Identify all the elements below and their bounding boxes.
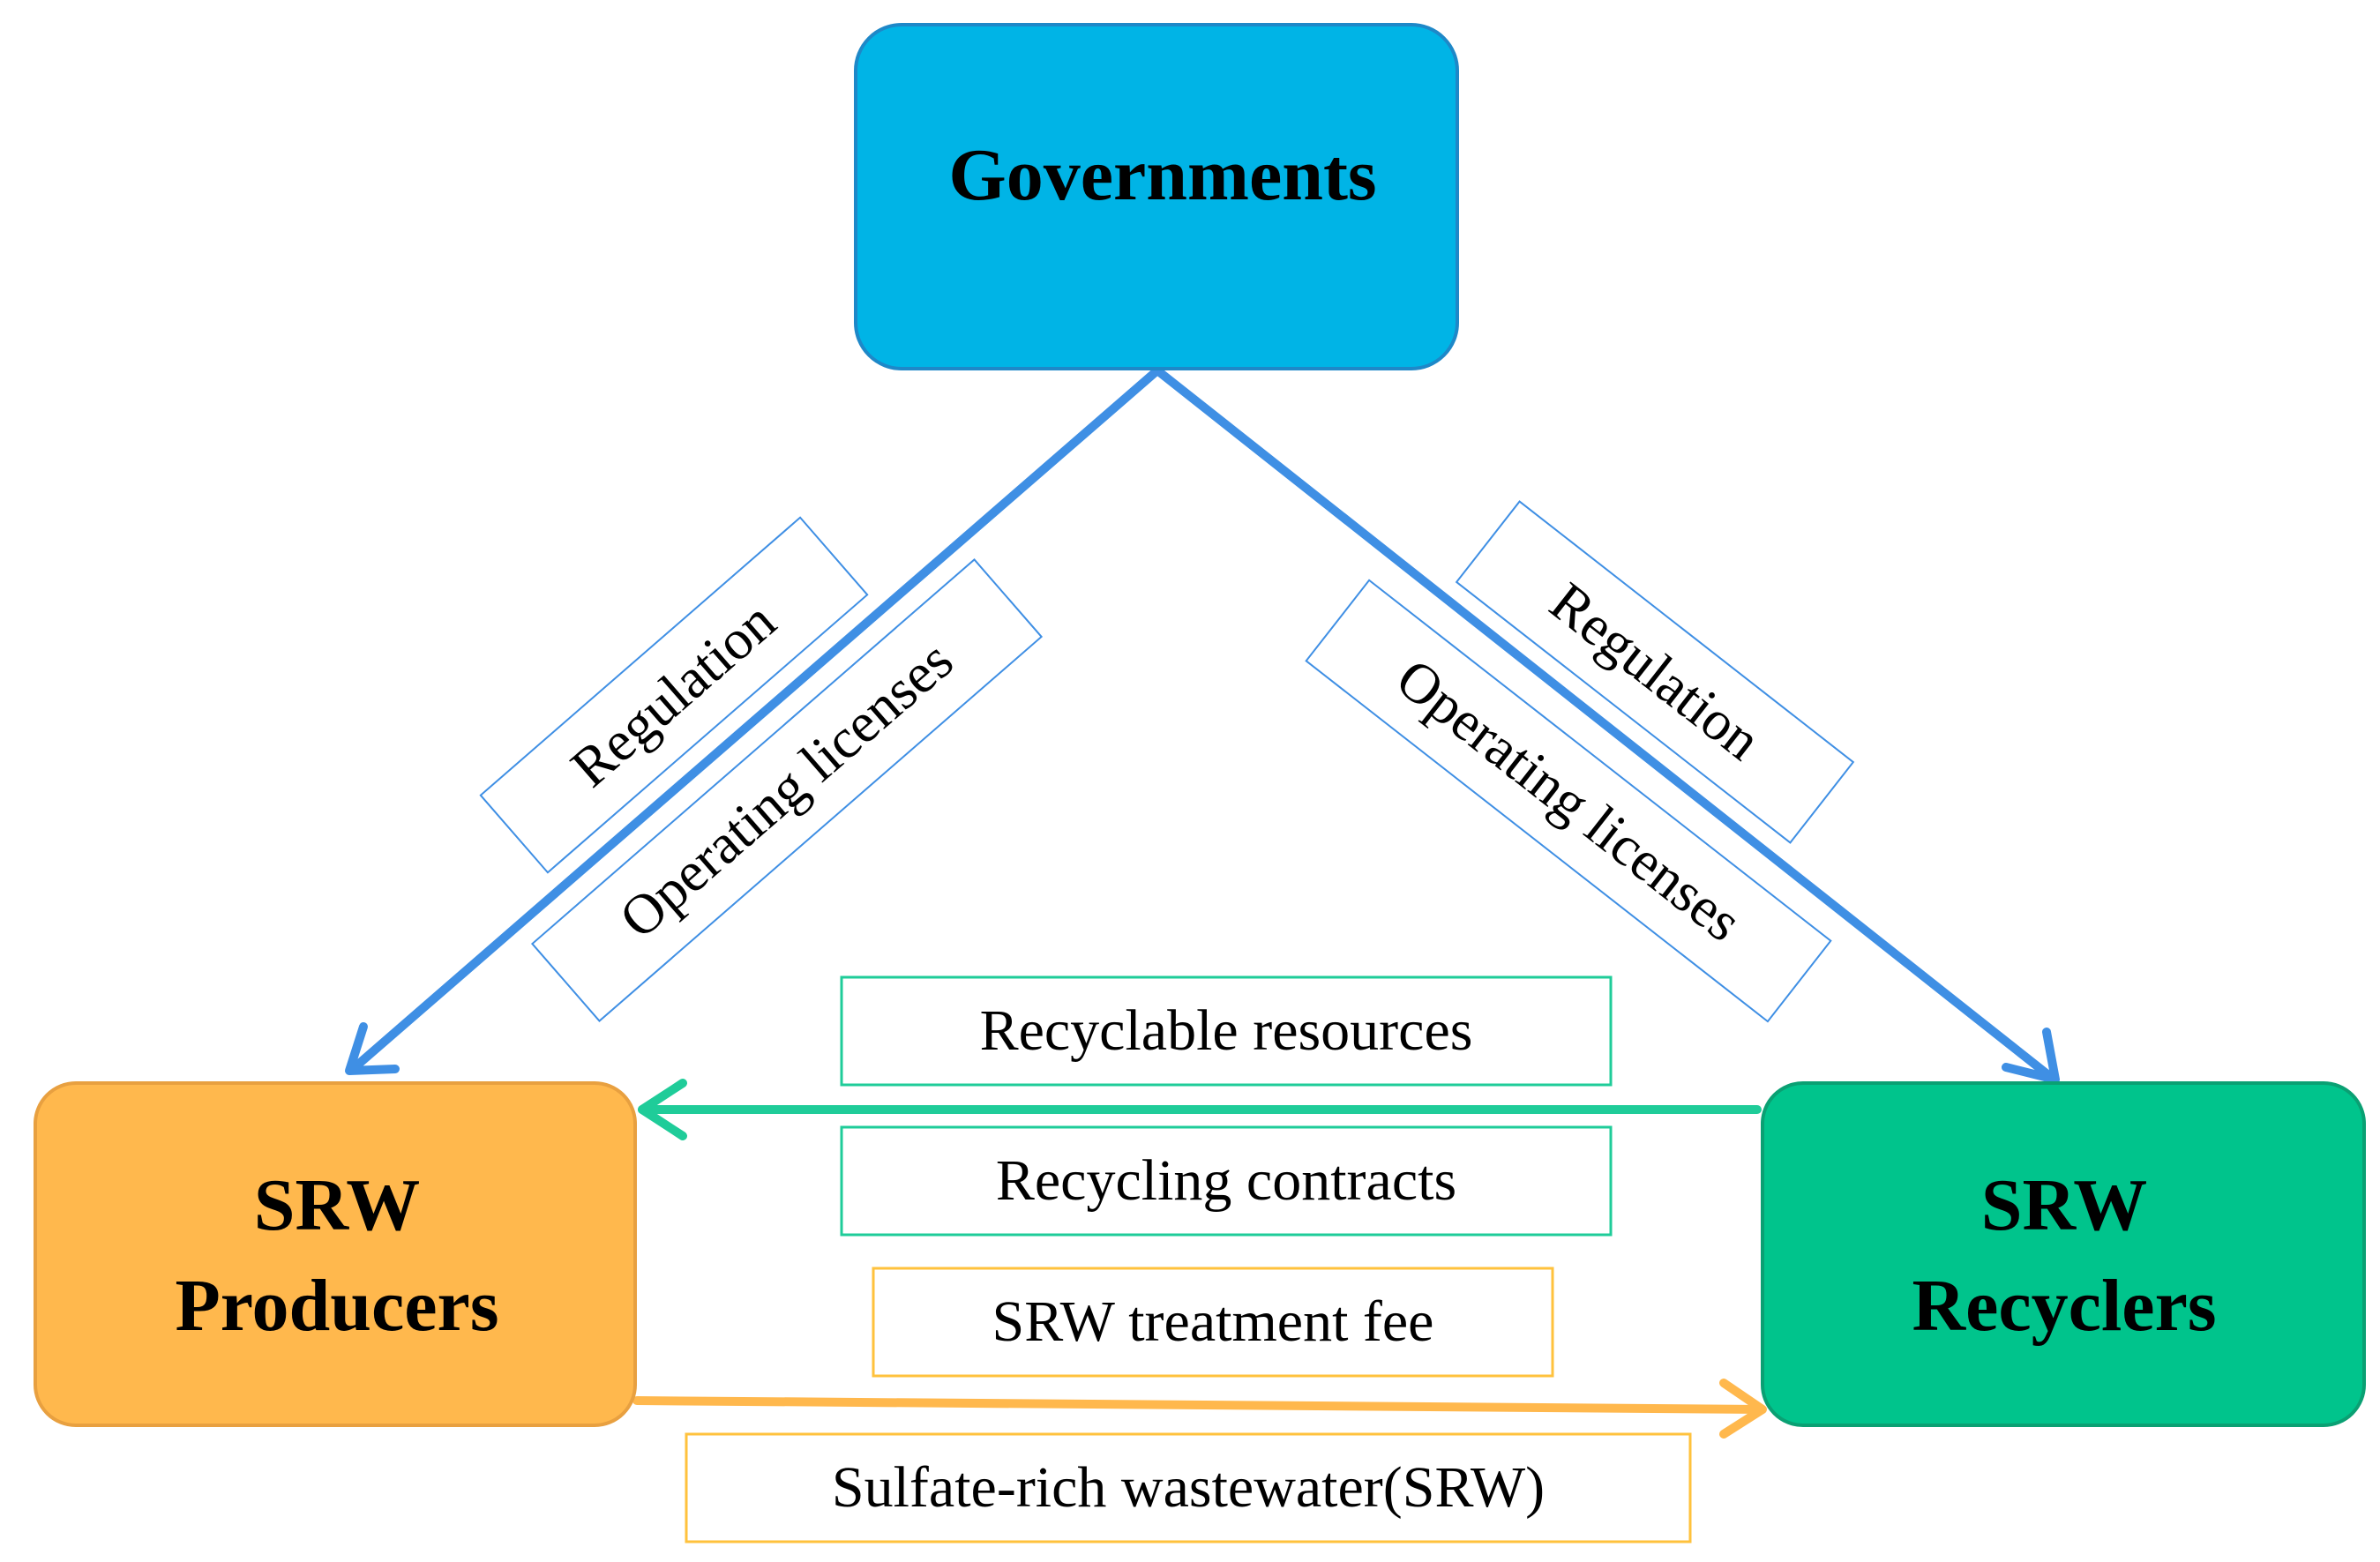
arrow-gov-to-producers: [345, 366, 1162, 1075]
label-recycling-contracts: Recycling contracts: [840, 1125, 1613, 1237]
arrow-gov-to-recyclers-head: [2002, 1028, 2060, 1084]
label-box: [840, 975, 1613, 1087]
label-recyclable-resources: Recyclable resources: [840, 975, 1613, 1087]
arrow-recyclers-to-producers-head: [638, 1079, 687, 1140]
label-box: [479, 516, 869, 874]
node-srw-recyclers-box: [1761, 1081, 2366, 1427]
label-text: Recycling contracts: [996, 1148, 1456, 1213]
node-srw-producers-label-line2: Producers: [175, 1265, 498, 1347]
node-srw-producers: SRW Producers: [34, 1081, 637, 1427]
label-srw-treatment-fee: SRW treatment fee: [872, 1267, 1554, 1378]
label-box: [685, 1432, 1692, 1543]
node-srw-producers-box: [34, 1081, 637, 1427]
node-srw-producers-label-line1: SRW: [254, 1164, 420, 1246]
label-text: Sulfate-rich wastewater(SRW): [832, 1455, 1545, 1520]
node-srw-recyclers-label-line2: Recyclers: [1912, 1265, 2216, 1347]
arrow-gov-to-recyclers: [1153, 366, 2060, 1084]
arrow-producers-to-recyclers: [632, 1379, 1767, 1439]
label-box: [840, 1125, 1613, 1237]
label-text: Recyclable resources: [980, 998, 1473, 1063]
label-box: [1455, 500, 1855, 844]
arrow-gov-to-producers-head: [345, 1022, 400, 1075]
label-box: [872, 1267, 1554, 1378]
arrow-producers-to-recyclers-head: [1719, 1379, 1767, 1439]
node-governments: Governments: [854, 23, 1459, 370]
node-governments-box: [854, 23, 1459, 370]
node-governments-label: Governments: [948, 134, 1376, 216]
arrow-gov-to-recyclers-shaft: [1153, 366, 2056, 1082]
node-srw-recyclers-label-line1: SRW: [1981, 1164, 2147, 1246]
arrow-recyclers-to-producers: [638, 1079, 1762, 1140]
arrow-gov-to-producers-shaft: [348, 366, 1162, 1073]
label-text: SRW treatment fee: [992, 1289, 1434, 1354]
arrow-producers-to-recyclers-shaft: [632, 1396, 1765, 1414]
label-box: [530, 558, 1044, 1022]
node-srw-recyclers: SRW Recyclers: [1761, 1081, 2366, 1427]
label-sulfate-rich-wastewater: Sulfate-rich wastewater(SRW): [685, 1432, 1692, 1543]
label-box: [1305, 579, 1832, 1023]
